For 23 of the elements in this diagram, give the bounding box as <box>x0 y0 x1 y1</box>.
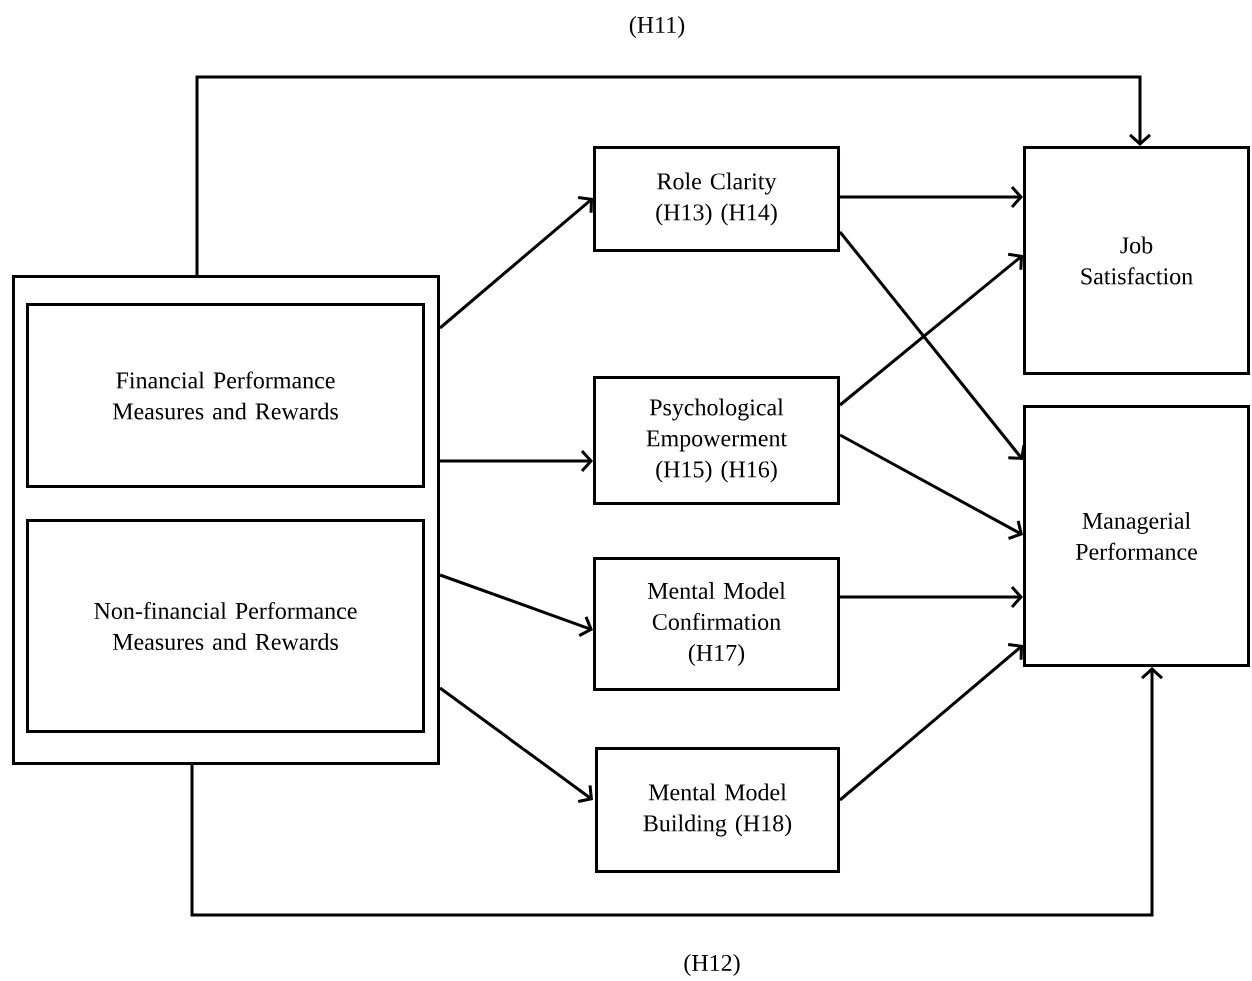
construct-box: Non-financial Performance Measures and Rewards <box>26 519 425 733</box>
construct-box: Financial Performance Measures and Rewards <box>26 303 425 488</box>
arrow <box>439 573 593 637</box>
concept-box: Psychological Empowerment (H15) (H16) <box>593 376 840 505</box>
edge-label: (H11) <box>629 16 685 38</box>
arrow <box>839 433 1023 540</box>
edge-label: (H12) <box>684 954 740 976</box>
concept-box: Job Satisfaction <box>1023 146 1250 375</box>
concept-box: Role Clarity (H13) (H14) <box>593 146 840 252</box>
concept-box: Mental Model Confirmation (H17) <box>593 557 840 691</box>
arrow <box>195 75 1151 275</box>
outer-box <box>12 275 440 765</box>
concept-box: Mental Model Building (H18) <box>595 747 840 873</box>
concept-box: Managerial Performance <box>1023 405 1250 667</box>
arrow <box>839 643 1023 802</box>
arrow <box>838 231 1026 460</box>
arrow <box>840 586 1023 608</box>
arrow <box>439 196 593 330</box>
arrow <box>840 186 1023 208</box>
arrow <box>839 252 1023 407</box>
arrow <box>190 667 1163 917</box>
arrow <box>440 450 593 472</box>
arrow <box>439 686 593 804</box>
